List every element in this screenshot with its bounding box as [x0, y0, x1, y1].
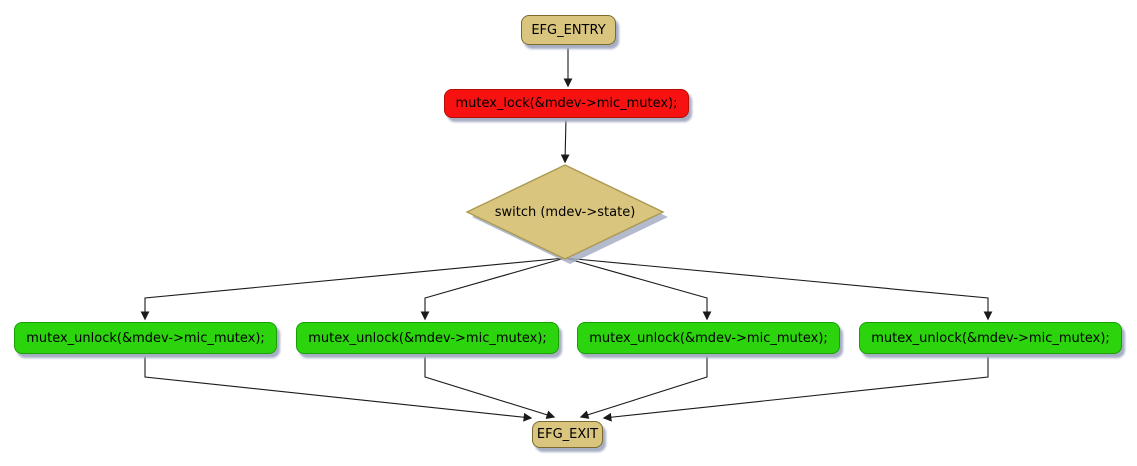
edge-unlock-1-to-exit [144, 356, 533, 422]
switch-decision-shape [465, 164, 668, 264]
edge-lock-to-switch [560, 117, 570, 164]
edge-switch-to-unlock-2 [420, 257, 566, 321]
edge-unlock-4-to-exit [602, 356, 989, 422]
edge-unlock-2-to-exit [424, 356, 556, 419]
node-mutex-unlock-1: mutex_unlock(&mdev->mic_mutex); [14, 322, 277, 354]
edge-switch-to-unlock-4 [564, 257, 993, 321]
node-mutex-unlock-4: mutex_unlock(&mdev->mic_mutex); [859, 322, 1122, 354]
node-efg-exit: EFG_EXIT [532, 421, 603, 448]
edge-switch-to-unlock-3 [564, 257, 712, 321]
node-mutex-unlock-2: mutex_unlock(&mdev->mic_mutex); [296, 322, 559, 354]
node-mutex-lock: mutex_lock(&mdev->mic_mutex); [444, 89, 689, 118]
edge-switch-to-unlock-1 [140, 257, 566, 321]
node-mutex-unlock-3: mutex_unlock(&mdev->mic_mutex); [577, 322, 840, 354]
node-efg-entry: EFG_ENTRY [521, 15, 616, 45]
edge-unlock-3-to-exit [579, 356, 708, 419]
